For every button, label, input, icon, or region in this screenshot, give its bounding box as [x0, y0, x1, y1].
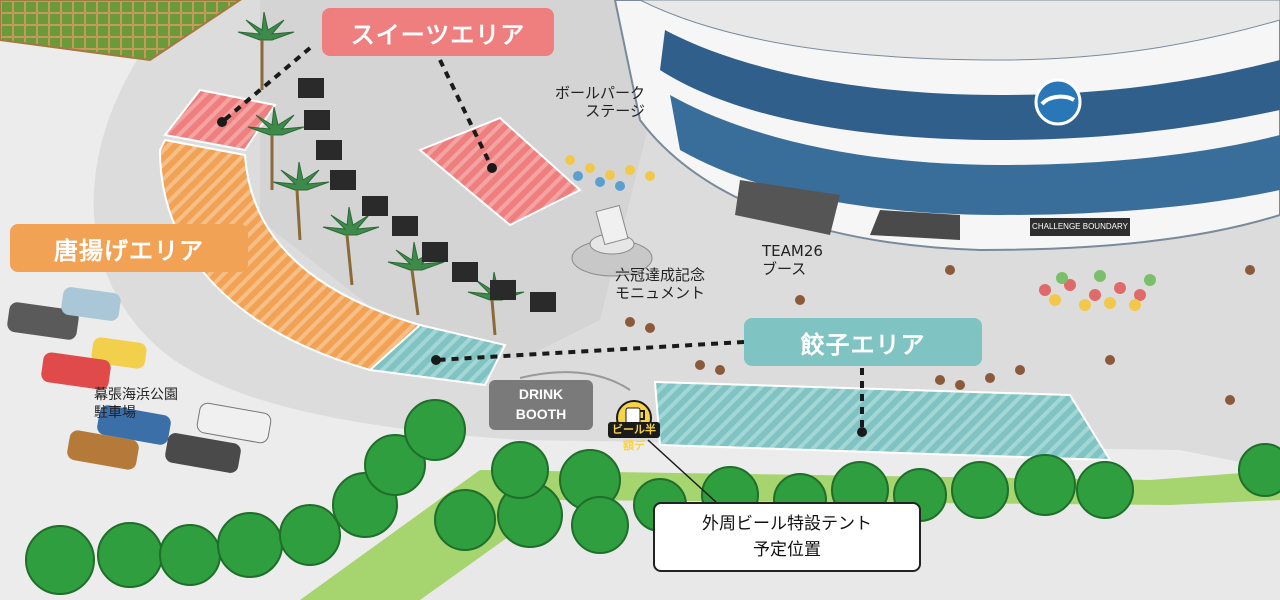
- drink-booth-label: DRINK BOOTH: [489, 380, 593, 430]
- sweets-zone-stage: [418, 116, 582, 227]
- connector-dots: [217, 117, 867, 437]
- team26-booth-label: TEAM26 ブース: [762, 242, 823, 278]
- karaage-area-label: 唐揚げエリア: [10, 224, 248, 272]
- beer-tent-callout: 外周ビール特設テント 予定位置: [653, 502, 921, 572]
- stadium: [613, 0, 1280, 252]
- beer-badge-text: ビール半額デ: [608, 422, 660, 452]
- parking-cars: [7, 287, 272, 473]
- connector-lines: [220, 46, 864, 432]
- sweets-area-label: スイーツエリア: [322, 8, 554, 56]
- stadium-entrance: [735, 180, 840, 235]
- stadium-sign: CHALLENGE BOUNDARY: [1030, 218, 1130, 236]
- callout-pointer: [647, 439, 717, 503]
- monument: [571, 204, 653, 277]
- gyoza-zone-path-left: [367, 323, 507, 387]
- outer-walkway: [0, 30, 1280, 600]
- stage-label: ボールパーク ステージ: [554, 84, 645, 120]
- food-stalls: [298, 78, 556, 312]
- beer-tent-badge: ビール半額デ: [606, 400, 662, 452]
- crowd: [565, 155, 1255, 405]
- gyoza-area-label: 餃子エリア: [744, 318, 982, 366]
- garden-enclosure: [0, 0, 242, 62]
- parking-label: 幕張海浜公園 駐車場: [94, 387, 178, 421]
- tree-row: [25, 399, 1280, 595]
- monument-label: 六冠達成記念 モニュメント: [615, 266, 706, 302]
- team-logo-icon: [1034, 78, 1082, 126]
